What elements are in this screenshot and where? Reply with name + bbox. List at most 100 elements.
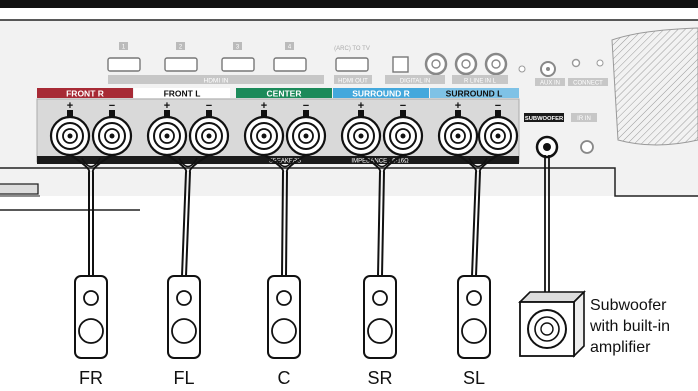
terminal-header-bg — [37, 88, 133, 98]
speakers — [74, 275, 491, 359]
speaker-cables — [69, 154, 550, 294]
minus-sign: − — [400, 100, 406, 112]
line-in-label: R LINE IN L — [464, 79, 497, 85]
tweeter-icon — [276, 290, 292, 306]
tweeter-icon — [83, 290, 99, 306]
speaker-cable — [457, 154, 499, 277]
subwoofer-cone-icon — [527, 309, 567, 349]
optical-port[interactable] — [392, 56, 409, 73]
connect-label: CONNECT — [573, 81, 603, 87]
terminal-header-label: CENTER — [267, 89, 302, 99]
line-in-r-port[interactable] — [454, 52, 478, 76]
hdmi-port-number — [285, 42, 294, 50]
subwoofer-cable — [544, 155, 550, 294]
hdmi-out-top-label: (ARC) TO TV — [334, 46, 370, 52]
speaker-box — [457, 275, 491, 359]
woofer-icon — [461, 318, 487, 344]
speaker-box — [74, 275, 108, 359]
line-in-l-port[interactable] — [484, 52, 508, 76]
binding-post-positive[interactable] — [49, 110, 91, 157]
speaker-box — [363, 275, 397, 359]
aux-connect-group: AUX IN CONNECT — [518, 58, 608, 87]
hdmi-port-4[interactable] — [273, 57, 307, 72]
hdmi-port-2[interactable] — [164, 57, 198, 72]
speaker-box — [267, 275, 301, 359]
hdmi-in-label: HDMI IN — [204, 78, 229, 85]
hdmi-port-number — [176, 42, 185, 50]
hdmi-port-number-text: 1 — [122, 45, 126, 51]
ir-in-port[interactable] — [580, 140, 594, 154]
speaker-cable — [69, 154, 113, 276]
binding-post-negative[interactable] — [382, 110, 424, 157]
digital-in-label: DIGITAL IN — [400, 79, 430, 85]
speaker-label: FL — [173, 368, 194, 388]
minus-sign: − — [303, 100, 309, 112]
top-edge-bar — [0, 0, 698, 8]
polarity-signs: + − + − + − + − + − — [67, 100, 501, 112]
hdmi-port-number-text: 4 — [288, 45, 292, 51]
hdmi-out-label: HDMI OUT — [338, 79, 368, 85]
connect-button[interactable] — [571, 58, 581, 68]
subwoofer-output-group: SUBWOOFER IR IN — [524, 113, 597, 159]
ir-in-label: IR IN — [577, 116, 591, 122]
plus-sign: + — [261, 100, 267, 112]
status-led-icon — [596, 59, 604, 67]
subwoofer-caption-line: Subwoofer — [590, 297, 667, 314]
woofer-icon — [367, 318, 393, 344]
terminal-header-label: SURROUND L — [446, 89, 503, 99]
subwoofer-caption-line: amplifier — [590, 339, 651, 356]
woofer-icon — [78, 318, 104, 344]
woofer-icon — [271, 318, 297, 344]
terminal-header-bg — [430, 88, 519, 98]
terminal-header-bg — [236, 88, 332, 98]
hdmi-port-number-text: 2 — [179, 45, 183, 51]
subwoofer-unit — [518, 290, 586, 358]
tweeter-icon — [466, 290, 482, 306]
terminal-header-bg — [333, 88, 429, 98]
woofer-icon — [171, 318, 197, 344]
hdmi-port-1[interactable] — [107, 57, 141, 72]
speakers-label: SPEAKERS — [269, 159, 301, 165]
hdmi-port-number — [233, 42, 242, 50]
speaker-cable — [263, 154, 307, 277]
speaker-label: C — [278, 368, 291, 388]
speaker-cable — [166, 154, 210, 277]
speaker-label: SR — [367, 368, 392, 388]
speaker-box — [167, 275, 201, 359]
hdmi-in-group: HDMI IN 1 2 3 4 — [107, 42, 324, 85]
terminal-header-label: SURROUND R — [352, 89, 410, 99]
hdmi-out-group: (ARC) TO TV HDMI OUT — [334, 46, 372, 85]
minus-sign: − — [495, 100, 501, 112]
terminal-header-label: FRONT L — [164, 89, 201, 99]
ir-led-icon — [518, 65, 526, 73]
impedance-label: IMPEDANCE : 6-16Ω — [351, 159, 409, 165]
terminal-header-bg — [134, 88, 230, 98]
binding-post-positive[interactable] — [437, 110, 479, 157]
plus-sign: + — [358, 100, 364, 112]
plus-sign: + — [67, 100, 73, 112]
binding-post-negative[interactable] — [188, 110, 230, 157]
minus-sign: − — [206, 100, 212, 112]
speaker-label: SL — [463, 368, 485, 388]
subwoofer-header: SUBWOOFER — [525, 116, 564, 122]
aux-in-label: AUX IN — [540, 81, 560, 87]
coax-port[interactable] — [424, 52, 448, 76]
tweeter-icon — [372, 290, 388, 306]
minus-sign: − — [109, 100, 115, 112]
speaker-cable — [360, 154, 404, 277]
vent-grille — [611, 27, 698, 146]
audio-input-group: DIGITAL IN R LINE IN L — [385, 52, 508, 85]
hdmi-port-number — [119, 42, 128, 50]
terminal-header-label: FRONT R — [66, 89, 104, 99]
hdmi-port-3[interactable] — [221, 57, 255, 72]
plus-sign: + — [164, 100, 170, 112]
terminal-headers: FRONT R FRONT L CENTER SURROUND R SURROU… — [37, 88, 519, 99]
speaker-label: FR — [79, 368, 103, 388]
plus-sign: + — [455, 100, 461, 112]
hdmi-out-port[interactable] — [335, 57, 369, 72]
hdmi-port-number-text: 3 — [236, 45, 240, 51]
tweeter-icon — [176, 290, 192, 306]
subwoofer-caption-line: with built-in — [589, 318, 670, 335]
